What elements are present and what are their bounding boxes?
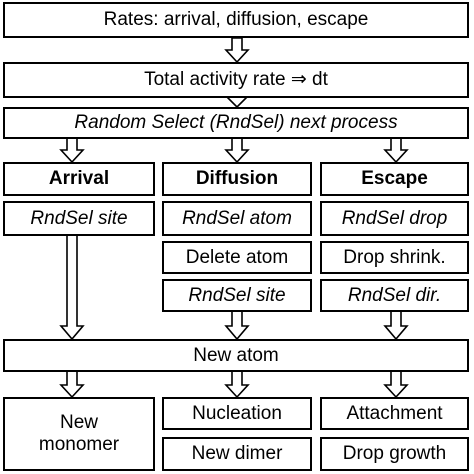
arrow-random-to-arrival: [59, 136, 85, 164]
arrow-escape-dir-to-new-atom: [383, 310, 409, 341]
new-monomer-box: New monomer: [3, 397, 155, 471]
diffusion-header: Diffusion: [162, 162, 312, 196]
arrow-new-atom-to-attachment: [383, 370, 409, 399]
new-atom-box: New atom: [3, 339, 469, 372]
escape-drop-shrink: Drop shrink.: [320, 241, 469, 274]
escape-header: Escape: [320, 162, 469, 196]
escape-rndsel-drop: RndSel drop: [320, 201, 469, 236]
arrow-arrival-site-to-new-atom: [59, 234, 85, 341]
arrow-random-to-diffusion: [224, 136, 250, 164]
new-dimer-box: New dimer: [162, 437, 312, 471]
random-select-box: Random Select (RndSel) next process: [3, 107, 469, 139]
attachment-box: Attachment: [320, 397, 469, 430]
arrow-new-atom-to-nucleation: [224, 370, 250, 399]
arrow-diffusion-site-to-new-atom: [224, 310, 250, 341]
arrival-header: Arrival: [3, 162, 155, 196]
rates-box: Rates: arrival, diffusion, escape: [3, 2, 469, 38]
arrow-new-atom-to-monomer: [59, 370, 85, 399]
escape-rndsel-dir: RndSel dir.: [320, 279, 469, 312]
diffusion-rndsel-atom: RndSel atom: [162, 201, 312, 236]
diffusion-rndsel-site: RndSel site: [162, 279, 312, 312]
arrow-rates-to-total: [224, 37, 250, 64]
nucleation-box: Nucleation: [162, 397, 312, 430]
new-monomer-line1: New: [59, 412, 98, 434]
new-monomer-line2: monomer: [38, 434, 120, 455]
arrow-random-to-escape: [383, 136, 409, 164]
drop-growth-box: Drop growth: [320, 437, 469, 471]
arrival-rndsel-site: RndSel site: [3, 201, 155, 236]
total-activity-rate-box: Total activity rate ⇒ dt: [3, 62, 469, 98]
diffusion-delete-atom: Delete atom: [162, 241, 312, 274]
